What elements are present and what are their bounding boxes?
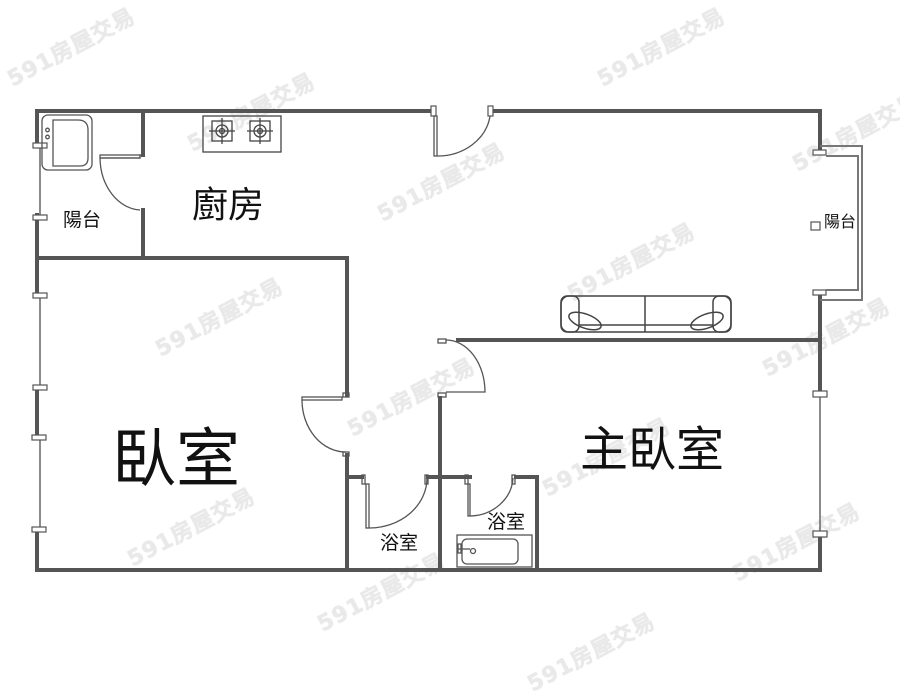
room-label-bathroom-1: 浴室 — [380, 532, 419, 554]
bathtub-icon — [456, 534, 533, 568]
balcony-east-outline — [820, 145, 863, 301]
jambs — [31, 105, 828, 538]
room-label-balcony-east: 陽台 — [824, 212, 857, 231]
stove-icon — [202, 115, 282, 153]
sofa-icon — [560, 295, 732, 333]
laundry-sink-icon — [41, 114, 93, 171]
room-label-kitchen: 廚房 — [192, 185, 265, 226]
room-label-balcony-west: 陽台 — [63, 209, 102, 231]
room-label-master-bedroom: 主臥室 — [580, 422, 725, 478]
floor-plan — [31, 105, 863, 572]
doors — [99, 115, 516, 529]
windows — [39, 145, 821, 534]
room-label-bedroom: 臥室 — [112, 423, 240, 497]
walls — [35, 109, 822, 572]
room-label-bathroom-2: 浴室 — [487, 511, 526, 533]
